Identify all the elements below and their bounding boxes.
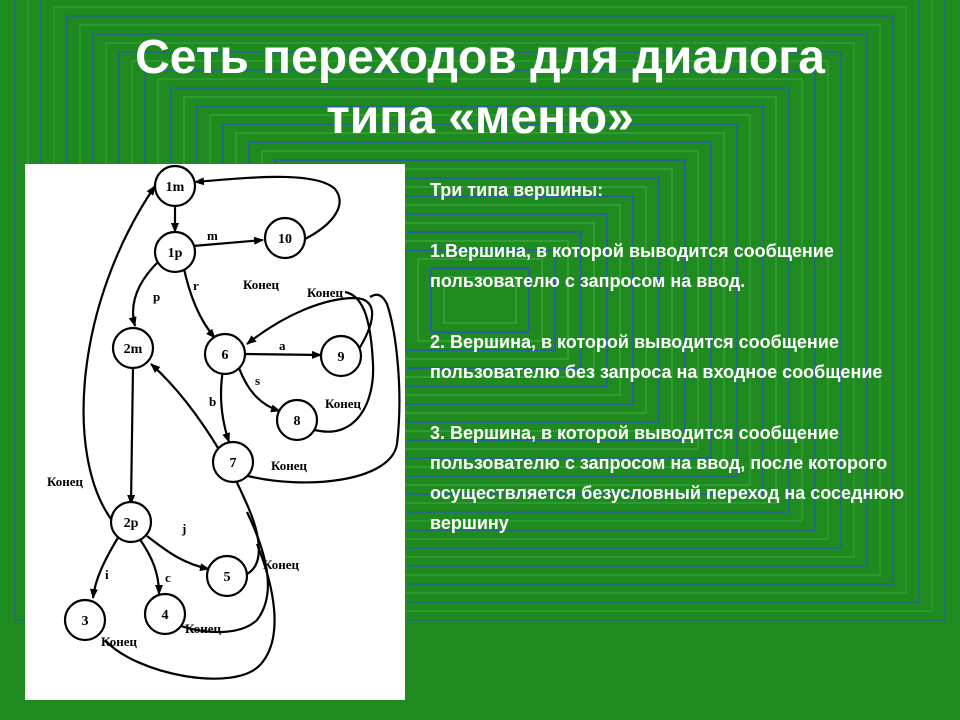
node-label-5: 5	[224, 570, 231, 585]
node-label-10: 10	[278, 232, 292, 247]
vertex-types-description: Три типа вершины: 1.Вершина, в которой в…	[430, 175, 930, 569]
edge-label-i: i	[105, 567, 109, 582]
edge-label-end-8: Конец	[325, 396, 362, 411]
node-label-3: 3	[82, 614, 89, 629]
edge-label-s: s	[255, 373, 260, 388]
edge-1p-2m	[128, 259, 161, 327]
node-6	[203, 332, 247, 376]
background-decor-rect	[404, 249, 556, 351]
edge-label-r: r	[193, 278, 199, 293]
edge-label-end-3: Конец	[101, 634, 138, 649]
node-2p	[109, 500, 153, 544]
edge-label-end-7: Конец	[271, 458, 308, 473]
title-line-2: типа «меню»	[326, 91, 634, 144]
edge-2p-1m	[82, 185, 156, 520]
edge-4-2m	[180, 511, 269, 634]
background-decor-rect	[14, 0, 946, 621]
node-label-6: 6	[222, 348, 229, 363]
edge-label-a: a	[279, 338, 286, 353]
title-line-1: Сеть переходов для диалога	[135, 31, 825, 84]
node-label-2p: 2p	[124, 516, 139, 531]
slide-title: Сеть переходов для диалога типа «меню»	[0, 28, 960, 148]
description-heading: Три типа вершины:	[430, 180, 604, 200]
edge-6-9	[243, 350, 322, 359]
node-label-1m: 1m	[166, 180, 185, 195]
node-4	[143, 592, 187, 636]
edge-label-m: m	[207, 228, 218, 243]
node-1m	[153, 164, 197, 208]
node-label-4: 4	[162, 608, 169, 623]
diagram-canvas: 1m 1p 10 2m 6 9 8 7 2p 5 3 4 m r p a s b…	[47, 164, 401, 680]
edge-10-1m	[194, 175, 341, 241]
node-9	[319, 334, 363, 378]
background-decor-rect	[443, 276, 517, 324]
description-item-1: 1.Вершина, в которой выводится сообщение…	[430, 241, 834, 291]
node-5	[205, 554, 249, 598]
edge-label-end-10: Конец	[243, 277, 280, 292]
node-label-9: 9	[338, 350, 345, 365]
node-label-7: 7	[230, 456, 237, 471]
node-2m	[111, 326, 155, 370]
edge-8-6	[314, 290, 375, 433]
node-label-2m: 2m	[124, 342, 143, 357]
edge-2p-4	[138, 537, 163, 595]
description-item-3: 3. Вершина, в которой выводится сообщени…	[430, 423, 905, 533]
edge-2p-3	[89, 535, 120, 599]
edge-5-2m	[150, 363, 260, 575]
node-label-8: 8	[294, 414, 301, 429]
edge-label-end-4: Конец	[185, 621, 222, 636]
node-10	[263, 216, 307, 260]
background-decor-rect	[430, 267, 530, 333]
transition-network-diagram: 1m 1p 10 2m 6 9 8 7 2p 5 3 4 m r p a s b…	[25, 164, 405, 700]
edge-7-6	[247, 293, 401, 484]
node-label-1p: 1p	[168, 246, 183, 261]
edge-label-end-9: Конец	[307, 285, 344, 300]
description-item-2: 2. Вершина, в которой выводится сообщени…	[430, 332, 883, 382]
edge-1p-10	[192, 236, 264, 248]
edge-2p-5	[146, 535, 210, 572]
node-7	[211, 440, 255, 484]
background-decor-rect	[417, 258, 543, 342]
node-1p	[153, 230, 197, 274]
edge-2m-2p	[127, 366, 136, 505]
node-8	[275, 398, 319, 442]
edge-3-2m	[104, 543, 276, 680]
node-3	[63, 598, 107, 642]
edge-label-p: p	[153, 289, 160, 304]
edge-label-end-5: Конец	[263, 557, 300, 572]
edge-6-8	[237, 367, 281, 413]
edge-6-7	[219, 369, 231, 443]
edge-label-end-2m: Конец	[47, 474, 84, 489]
edge-label-b: b	[209, 394, 216, 409]
edge-1p-6	[181, 263, 216, 339]
edge-label-j: j	[181, 521, 186, 536]
edge-label-c: c	[165, 570, 171, 585]
